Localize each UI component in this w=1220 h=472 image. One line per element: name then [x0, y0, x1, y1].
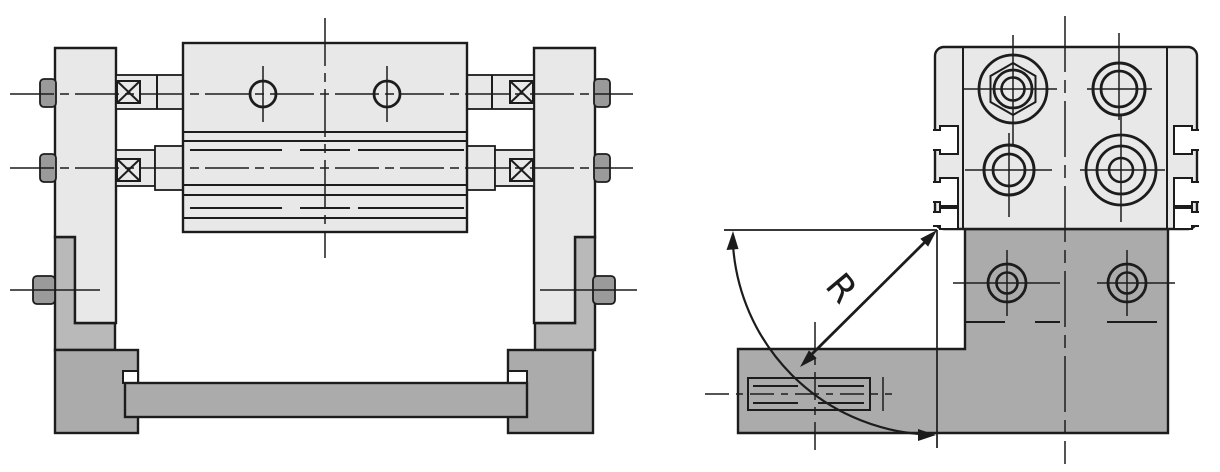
right-foot-notch	[507, 370, 528, 384]
side-view	[705, 16, 1199, 464]
radius-label: R	[817, 266, 864, 312]
t-slots-left	[933, 125, 959, 230]
guide-rods	[115, 74, 535, 191]
radius-arrow-line	[807, 238, 929, 359]
right-top-bolt	[593, 78, 611, 108]
front-view	[10, 18, 637, 435]
mounting-block	[736, 227, 1170, 435]
left-top-bolt	[39, 78, 57, 108]
swing-arc-arrowhead-bottom	[918, 429, 936, 441]
mounting-block-holes	[953, 250, 1175, 323]
t-slots-right	[1173, 125, 1199, 230]
front-view-centerlines	[10, 18, 637, 291]
base-plate	[123, 381, 529, 419]
swing-arc	[731, 244, 921, 436]
right-bracket-plate	[532, 46, 597, 325]
left-bracket-plate	[53, 46, 118, 325]
hole-centerlines	[963, 33, 1165, 222]
radius-arrowhead-outer	[920, 230, 937, 247]
right-foot-block	[506, 348, 595, 435]
radius-arrowhead-inner	[800, 350, 817, 367]
cylinder-body-block	[933, 33, 1199, 231]
left-foot-notch	[122, 370, 139, 384]
bracket-bolts	[39, 78, 611, 183]
swing-arc-arrowhead-top	[726, 231, 739, 250]
